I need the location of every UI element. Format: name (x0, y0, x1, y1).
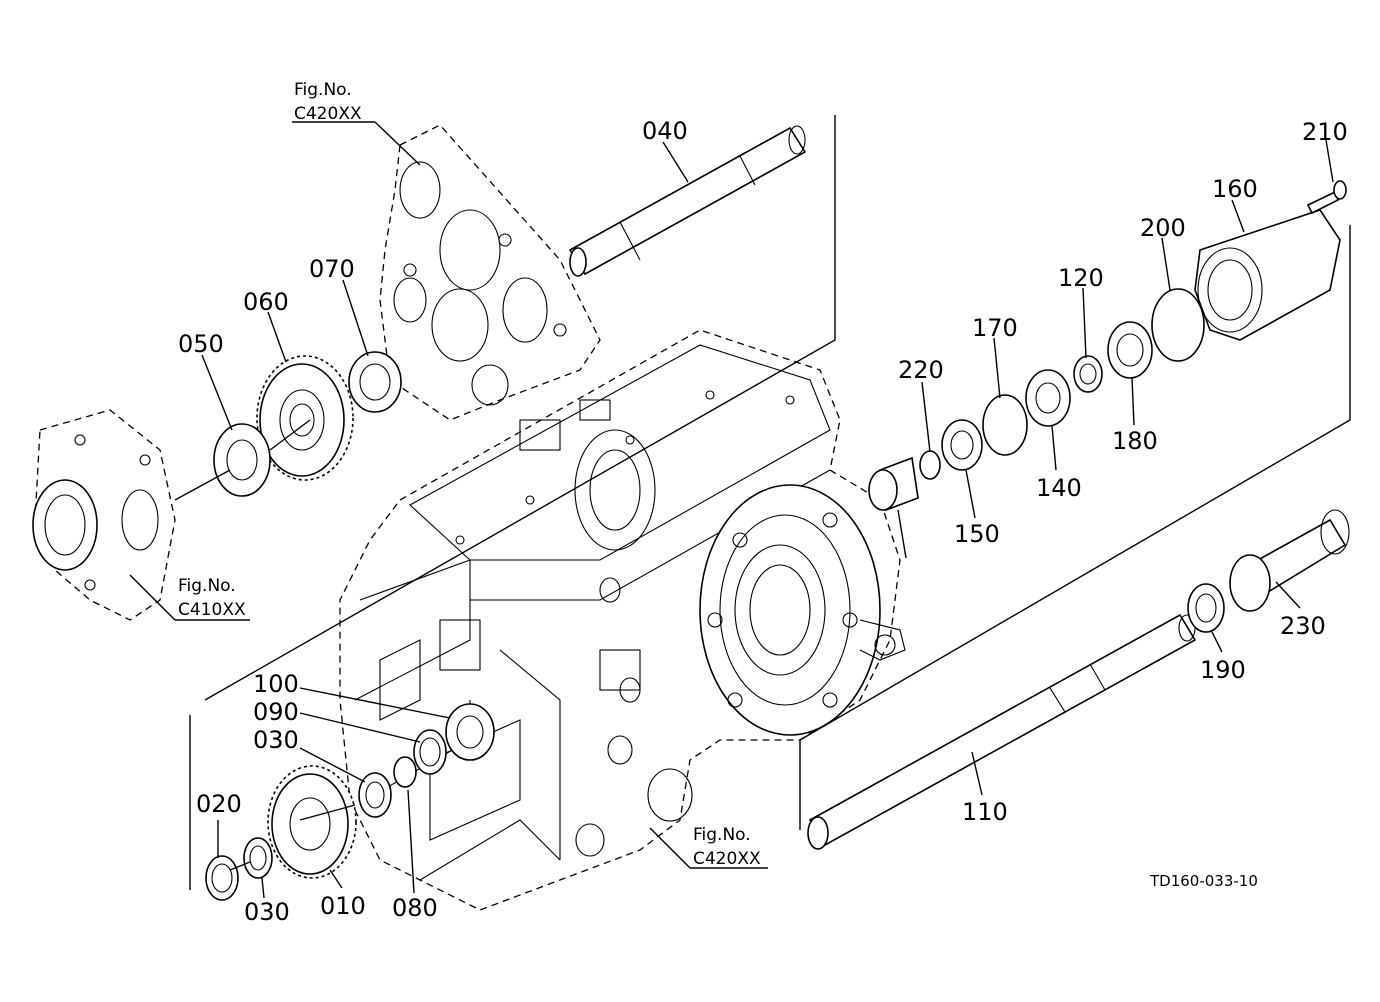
front-bracket-outline (32, 409, 176, 621)
bearing-150 (941, 419, 983, 471)
gear-010 (267, 765, 357, 879)
fig-ref-top-title: Fig.No. (294, 80, 352, 100)
circlip-170 (982, 394, 1028, 456)
oil-seal-180 (1107, 321, 1153, 379)
label-020: 020 (196, 790, 242, 818)
collar-130 (1073, 355, 1103, 393)
label-070: 070 (309, 255, 355, 283)
cover-230 (1229, 509, 1350, 612)
housing-160 (1194, 209, 1341, 341)
o-ring-200 (1151, 288, 1205, 362)
label-030-lower: 030 (244, 898, 290, 926)
label-200: 200 (1140, 214, 1186, 242)
ring-080 (393, 756, 417, 788)
fig-ref-bottom-title: Fig.No. (693, 825, 751, 845)
bearing-030-lower (243, 837, 273, 879)
label-090: 090 (253, 698, 299, 726)
label-150: 150 (954, 520, 1000, 548)
label-160: 160 (1212, 175, 1258, 203)
label-130: 120 (1058, 264, 1104, 292)
part-labels: 040 070 060 050 210 160 200 120 170 220 … (178, 117, 1348, 926)
label-180: 180 (1112, 427, 1158, 455)
fig-ref-top: Fig.No. C420XX (294, 80, 362, 124)
fig-ref-left: Fig.No. C410XX (178, 576, 246, 620)
bearing-140 (1025, 369, 1071, 427)
seal-190 (1187, 583, 1225, 633)
label-050: 050 (178, 330, 224, 358)
bearing-030-upper (358, 772, 392, 818)
label-210: 210 (1302, 118, 1348, 146)
gear-060 (256, 355, 354, 481)
fig-ref-bottom-code: C420XX (693, 849, 761, 869)
label-190: 190 (1200, 656, 1246, 684)
needle-bearing-120 (868, 456, 919, 512)
bearing-050 (213, 423, 271, 497)
label-030-upper: 030 (253, 726, 299, 754)
mid-case-outline (379, 124, 601, 421)
label-140: 140 (1036, 474, 1082, 502)
fig-ref-left-code: C410XX (178, 600, 246, 620)
label-080: 080 (392, 894, 438, 922)
circlip-220 (919, 450, 941, 480)
label-040: 040 (642, 117, 688, 145)
bolt-210 (1306, 180, 1347, 215)
shaft-110 (807, 613, 1197, 850)
washer-020 (205, 855, 239, 901)
label-100: 100 (253, 670, 299, 698)
label-010: 010 (320, 892, 366, 920)
label-110: 110 (962, 798, 1008, 826)
bearing-100 (445, 703, 495, 761)
shaft-040 (568, 125, 807, 277)
fig-ref-left-title: Fig.No. (178, 576, 236, 596)
fig-ref-bottom: Fig.No. C420XX (693, 825, 761, 869)
bearing-070 (348, 351, 402, 413)
drawing-code: TD160-033-10 (1149, 872, 1258, 890)
label-170b: 170 (972, 314, 1018, 342)
label-220: 220 (898, 356, 944, 384)
fig-ref-top-code: C420XX (294, 104, 362, 124)
label-060: 060 (243, 288, 289, 316)
assembly-lines (174, 115, 1351, 890)
label-230: 230 (1280, 612, 1326, 640)
collar-090 (413, 729, 447, 775)
leader-lines (129, 121, 1334, 899)
